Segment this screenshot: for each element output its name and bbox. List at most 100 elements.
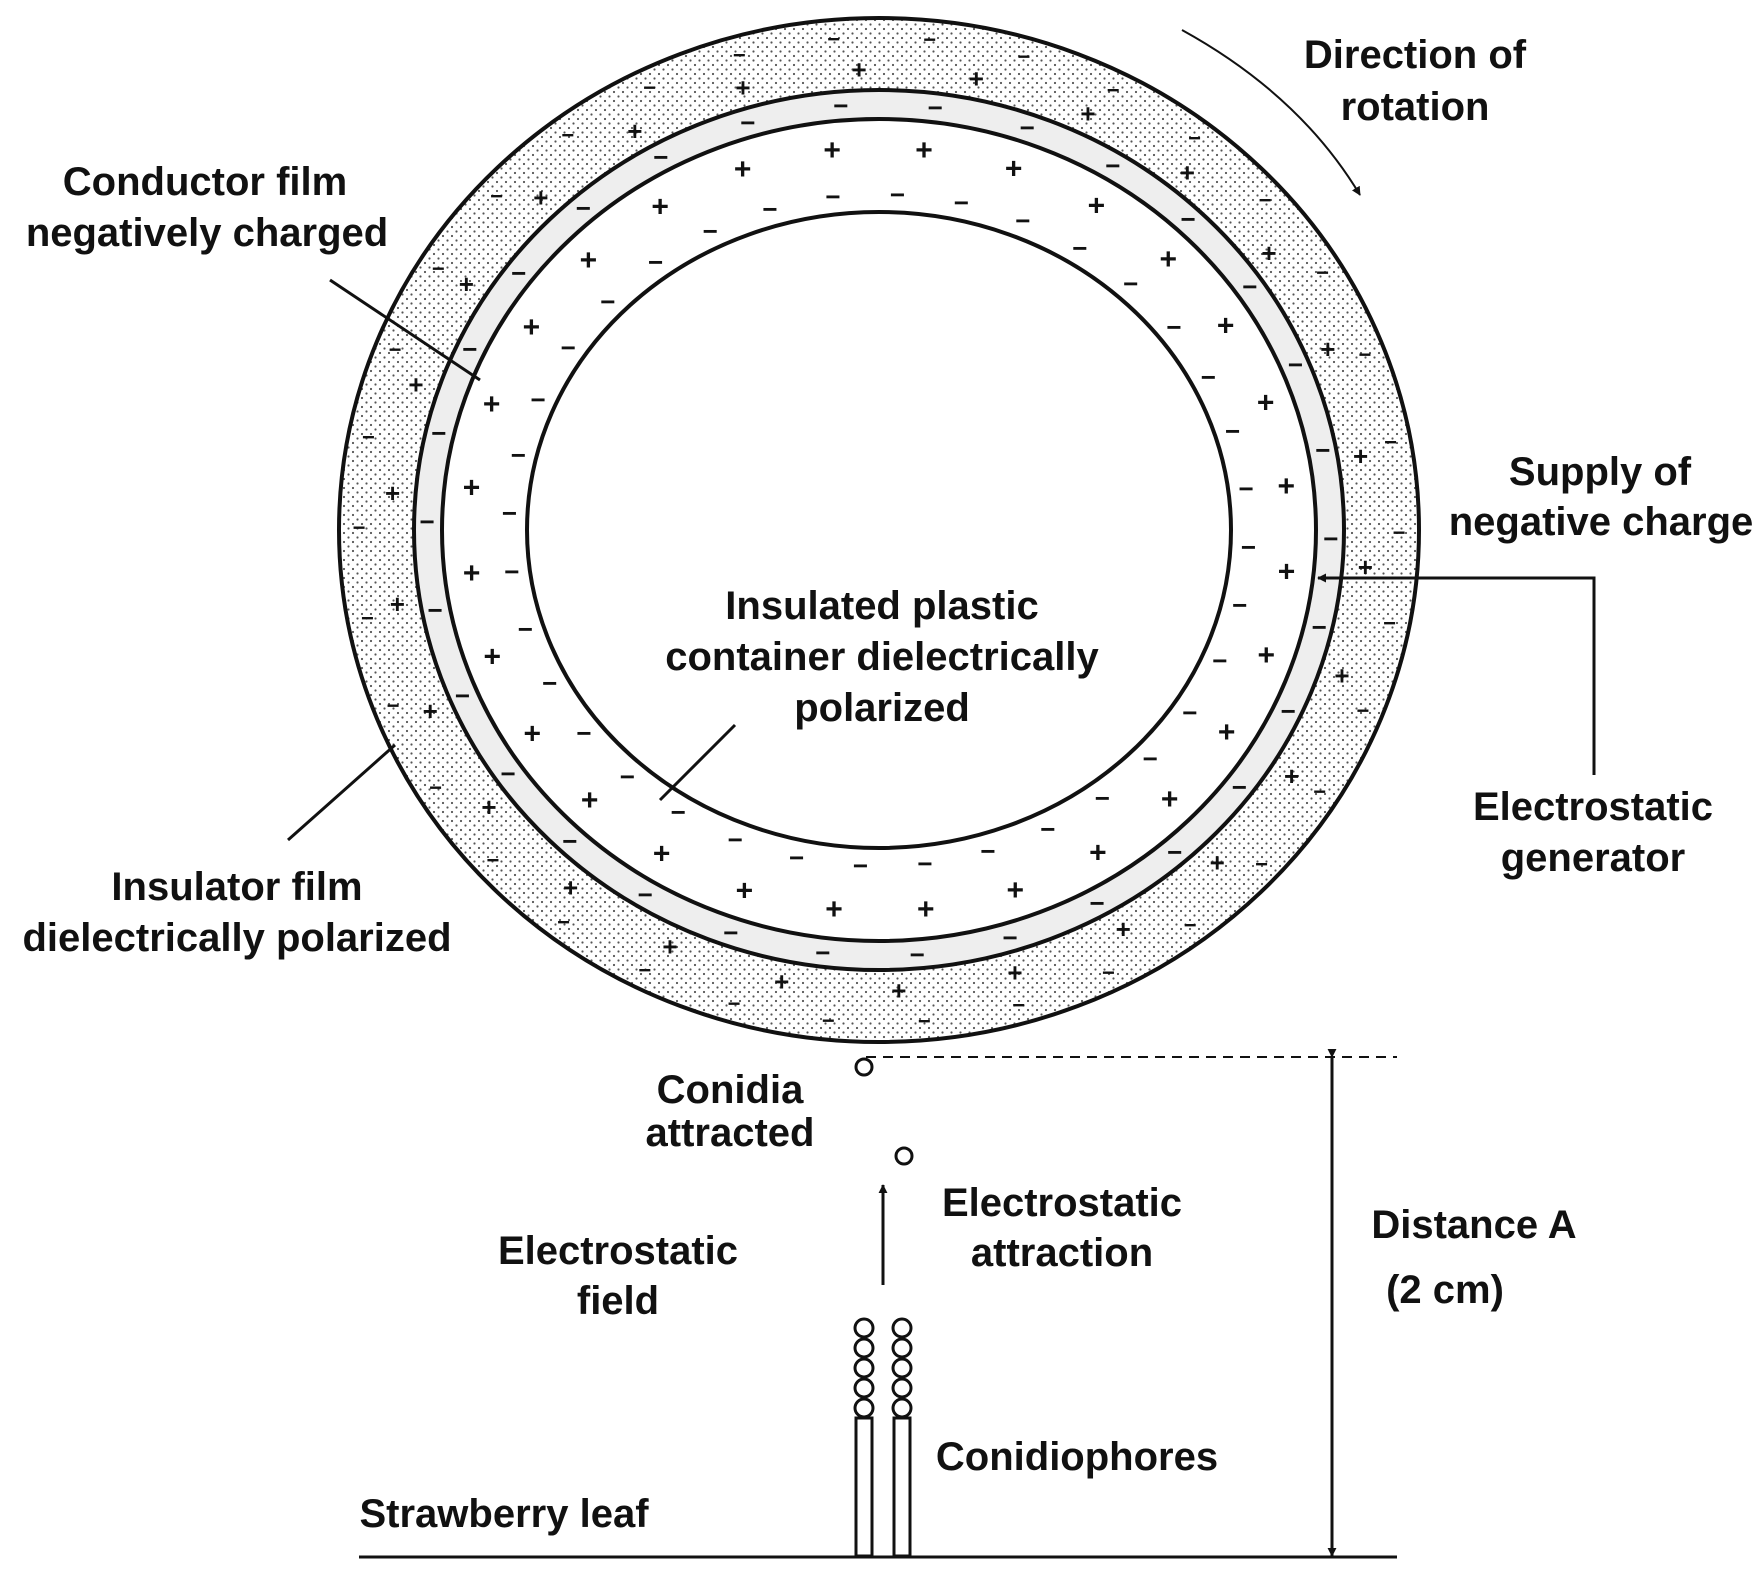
charge-symbols: −−−−−−−−−−−−−−−−−−−−−−−−−−−−−−−−−−−−++++… [353, 26, 1406, 1033]
insulator-label-line1: Insulator film [111, 865, 362, 909]
positive-charge: + [774, 967, 789, 997]
distance-label-line2: (2 cm) [1386, 1268, 1504, 1312]
negative-charge: − [1015, 205, 1030, 235]
negative-charge: − [562, 826, 577, 856]
positive-charge: + [735, 72, 750, 102]
negative-charge: − [620, 761, 635, 791]
negative-charge: − [918, 1009, 931, 1034]
positive-charge: + [1258, 639, 1276, 672]
positive-charge: + [1080, 98, 1095, 128]
negative-charge: − [1393, 520, 1406, 545]
rotation-arrow [1181, 29, 1361, 196]
negative-charge: − [432, 256, 445, 281]
positive-charge: + [653, 837, 671, 870]
positive-charge: + [969, 63, 984, 93]
negative-charge: − [1182, 697, 1197, 727]
generator-supply-line [1317, 573, 1596, 775]
positive-charge: + [581, 784, 599, 817]
negative-charge: − [511, 440, 526, 470]
positive-charge: + [484, 641, 502, 674]
negative-charge: − [762, 194, 777, 224]
conidia-label-line1: Conidia [657, 1068, 804, 1112]
conidium-chain-spore [891, 1337, 913, 1359]
positive-charge: + [1278, 555, 1296, 588]
negative-charge: − [853, 851, 868, 881]
negative-charge: − [728, 991, 741, 1016]
negative-charge: − [827, 26, 840, 51]
positive-charge: + [523, 311, 541, 344]
positive-charge: + [1089, 837, 1107, 870]
negative-charge: − [1288, 350, 1303, 380]
positive-charge: + [1160, 243, 1178, 276]
positive-charge: + [459, 269, 474, 299]
negative-charge: − [1166, 312, 1181, 342]
negative-charge: − [542, 668, 557, 698]
negative-charge: − [1017, 44, 1030, 69]
attraction-label-line1: Electrostatic [942, 1181, 1182, 1225]
negative-charge: − [928, 92, 943, 122]
positive-charge: + [1320, 334, 1335, 364]
positive-charge: + [627, 116, 642, 146]
negative-charge: − [518, 614, 533, 644]
negative-charge: − [1316, 260, 1329, 285]
negative-charge: − [1242, 272, 1257, 302]
positive-charge: + [580, 244, 598, 277]
positive-charge: + [463, 557, 481, 590]
positive-charge: + [852, 54, 867, 84]
positive-charge: + [736, 874, 754, 907]
supply-label-line1: Supply of [1509, 450, 1692, 494]
positive-charge: + [915, 134, 933, 167]
negative-charge: − [1259, 187, 1272, 212]
positive-charge: + [1353, 441, 1368, 471]
negative-charge: − [703, 216, 718, 246]
negative-charge: − [1181, 204, 1196, 234]
positive-charge: + [825, 893, 843, 926]
negative-charge: − [822, 1008, 835, 1033]
conidium-chain-spore [891, 1397, 913, 1419]
negative-charge: − [638, 958, 651, 983]
negative-charge: − [1012, 992, 1025, 1017]
positive-charge: + [1261, 238, 1276, 268]
negative-charge: − [387, 693, 400, 718]
negative-charge: − [1095, 783, 1110, 813]
negative-charge: − [1003, 923, 1018, 953]
conidia-label-line2: attracted [646, 1111, 815, 1155]
positive-charge: + [1005, 153, 1023, 186]
positive-charge: + [1007, 958, 1022, 988]
negative-charge: − [362, 424, 375, 449]
negative-charge: − [923, 27, 936, 52]
positive-charge: + [390, 589, 405, 619]
conidium-chain-spore [853, 1357, 875, 1379]
negative-charge: − [429, 775, 442, 800]
negative-charge: − [1232, 590, 1247, 620]
negative-charge: − [462, 334, 477, 364]
conidium-floating [894, 1146, 914, 1166]
negative-charge: − [1281, 696, 1296, 726]
negative-charge: − [504, 557, 519, 587]
negative-charge: − [576, 193, 591, 223]
negative-charge: − [1255, 852, 1268, 877]
negative-charge: − [789, 843, 804, 873]
negative-charge: − [1102, 960, 1115, 985]
negative-charge: − [1212, 646, 1227, 676]
positive-charge: + [481, 792, 496, 822]
conidium-attached [854, 1057, 874, 1077]
conductor-label-line2: negatively charged [26, 211, 388, 255]
positive-charge: + [1358, 552, 1373, 582]
rotation-label-line2: rotation [1341, 85, 1490, 129]
negative-charge: − [1123, 269, 1138, 299]
negative-charge: − [1313, 779, 1326, 804]
positive-charge: + [1218, 716, 1236, 749]
positive-charge: + [1284, 761, 1299, 791]
rotation-label-line1: Direction of [1304, 33, 1527, 77]
positive-charge: + [1217, 310, 1235, 343]
negative-charge: − [1020, 113, 1035, 143]
negative-charge: − [1184, 913, 1197, 938]
container-leader-line [658, 723, 737, 802]
positive-charge: + [1116, 914, 1131, 944]
negative-charge: − [389, 337, 402, 362]
negative-charge: − [833, 91, 848, 121]
insulator-label-line2: dielectrically polarized [22, 916, 451, 960]
positive-charge: + [483, 388, 501, 421]
